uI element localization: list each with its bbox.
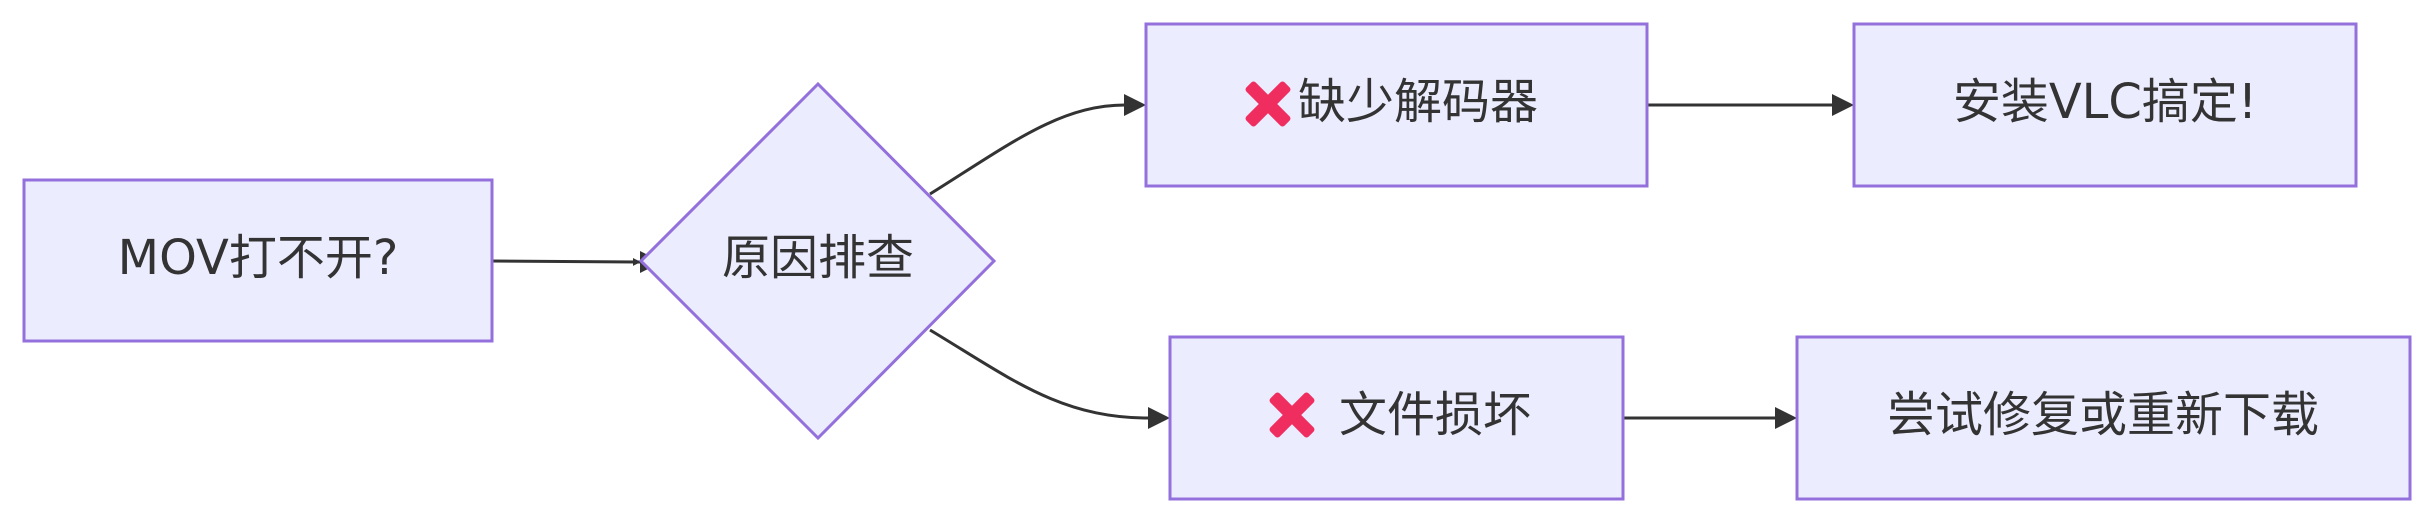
cross-mark-icon: [1269, 392, 1315, 438]
edge-decision-to-corrupt: [929, 328, 1149, 420]
edge-decision-to-codec: [929, 103, 1126, 196]
node-start-label: MOV打不开?: [118, 230, 399, 286]
node-codec: 缺少解码器: [1144, 22, 1649, 188]
node-codec-label: 缺少解码器: [1298, 74, 1538, 130]
node-repair: 尝试修复或重新下载: [1795, 335, 2412, 501]
arrowhead-install: [1832, 94, 1854, 116]
arrowhead-corrupt: [1148, 407, 1170, 429]
node-start: MOV打不开?: [22, 178, 494, 343]
node-corrupt-label: 文件损坏: [1339, 387, 1531, 443]
arrowhead-repair: [1775, 407, 1797, 429]
node-repair-label: 尝试修复或重新下载: [1887, 387, 2319, 443]
edge-start-to-decision: [491, 257, 641, 266]
node-corrupt: 文件损坏: [1168, 335, 1625, 501]
node-decision-label: 原因排查: [722, 230, 914, 286]
node-install: 安装VLC搞定!: [1852, 22, 2358, 188]
node-install-label: 安装VLC搞定!: [1953, 74, 2257, 130]
cross-mark-icon: [1245, 81, 1291, 127]
node-decision: 原因排查: [638, 81, 997, 441]
arrowhead-codec: [1124, 94, 1146, 116]
